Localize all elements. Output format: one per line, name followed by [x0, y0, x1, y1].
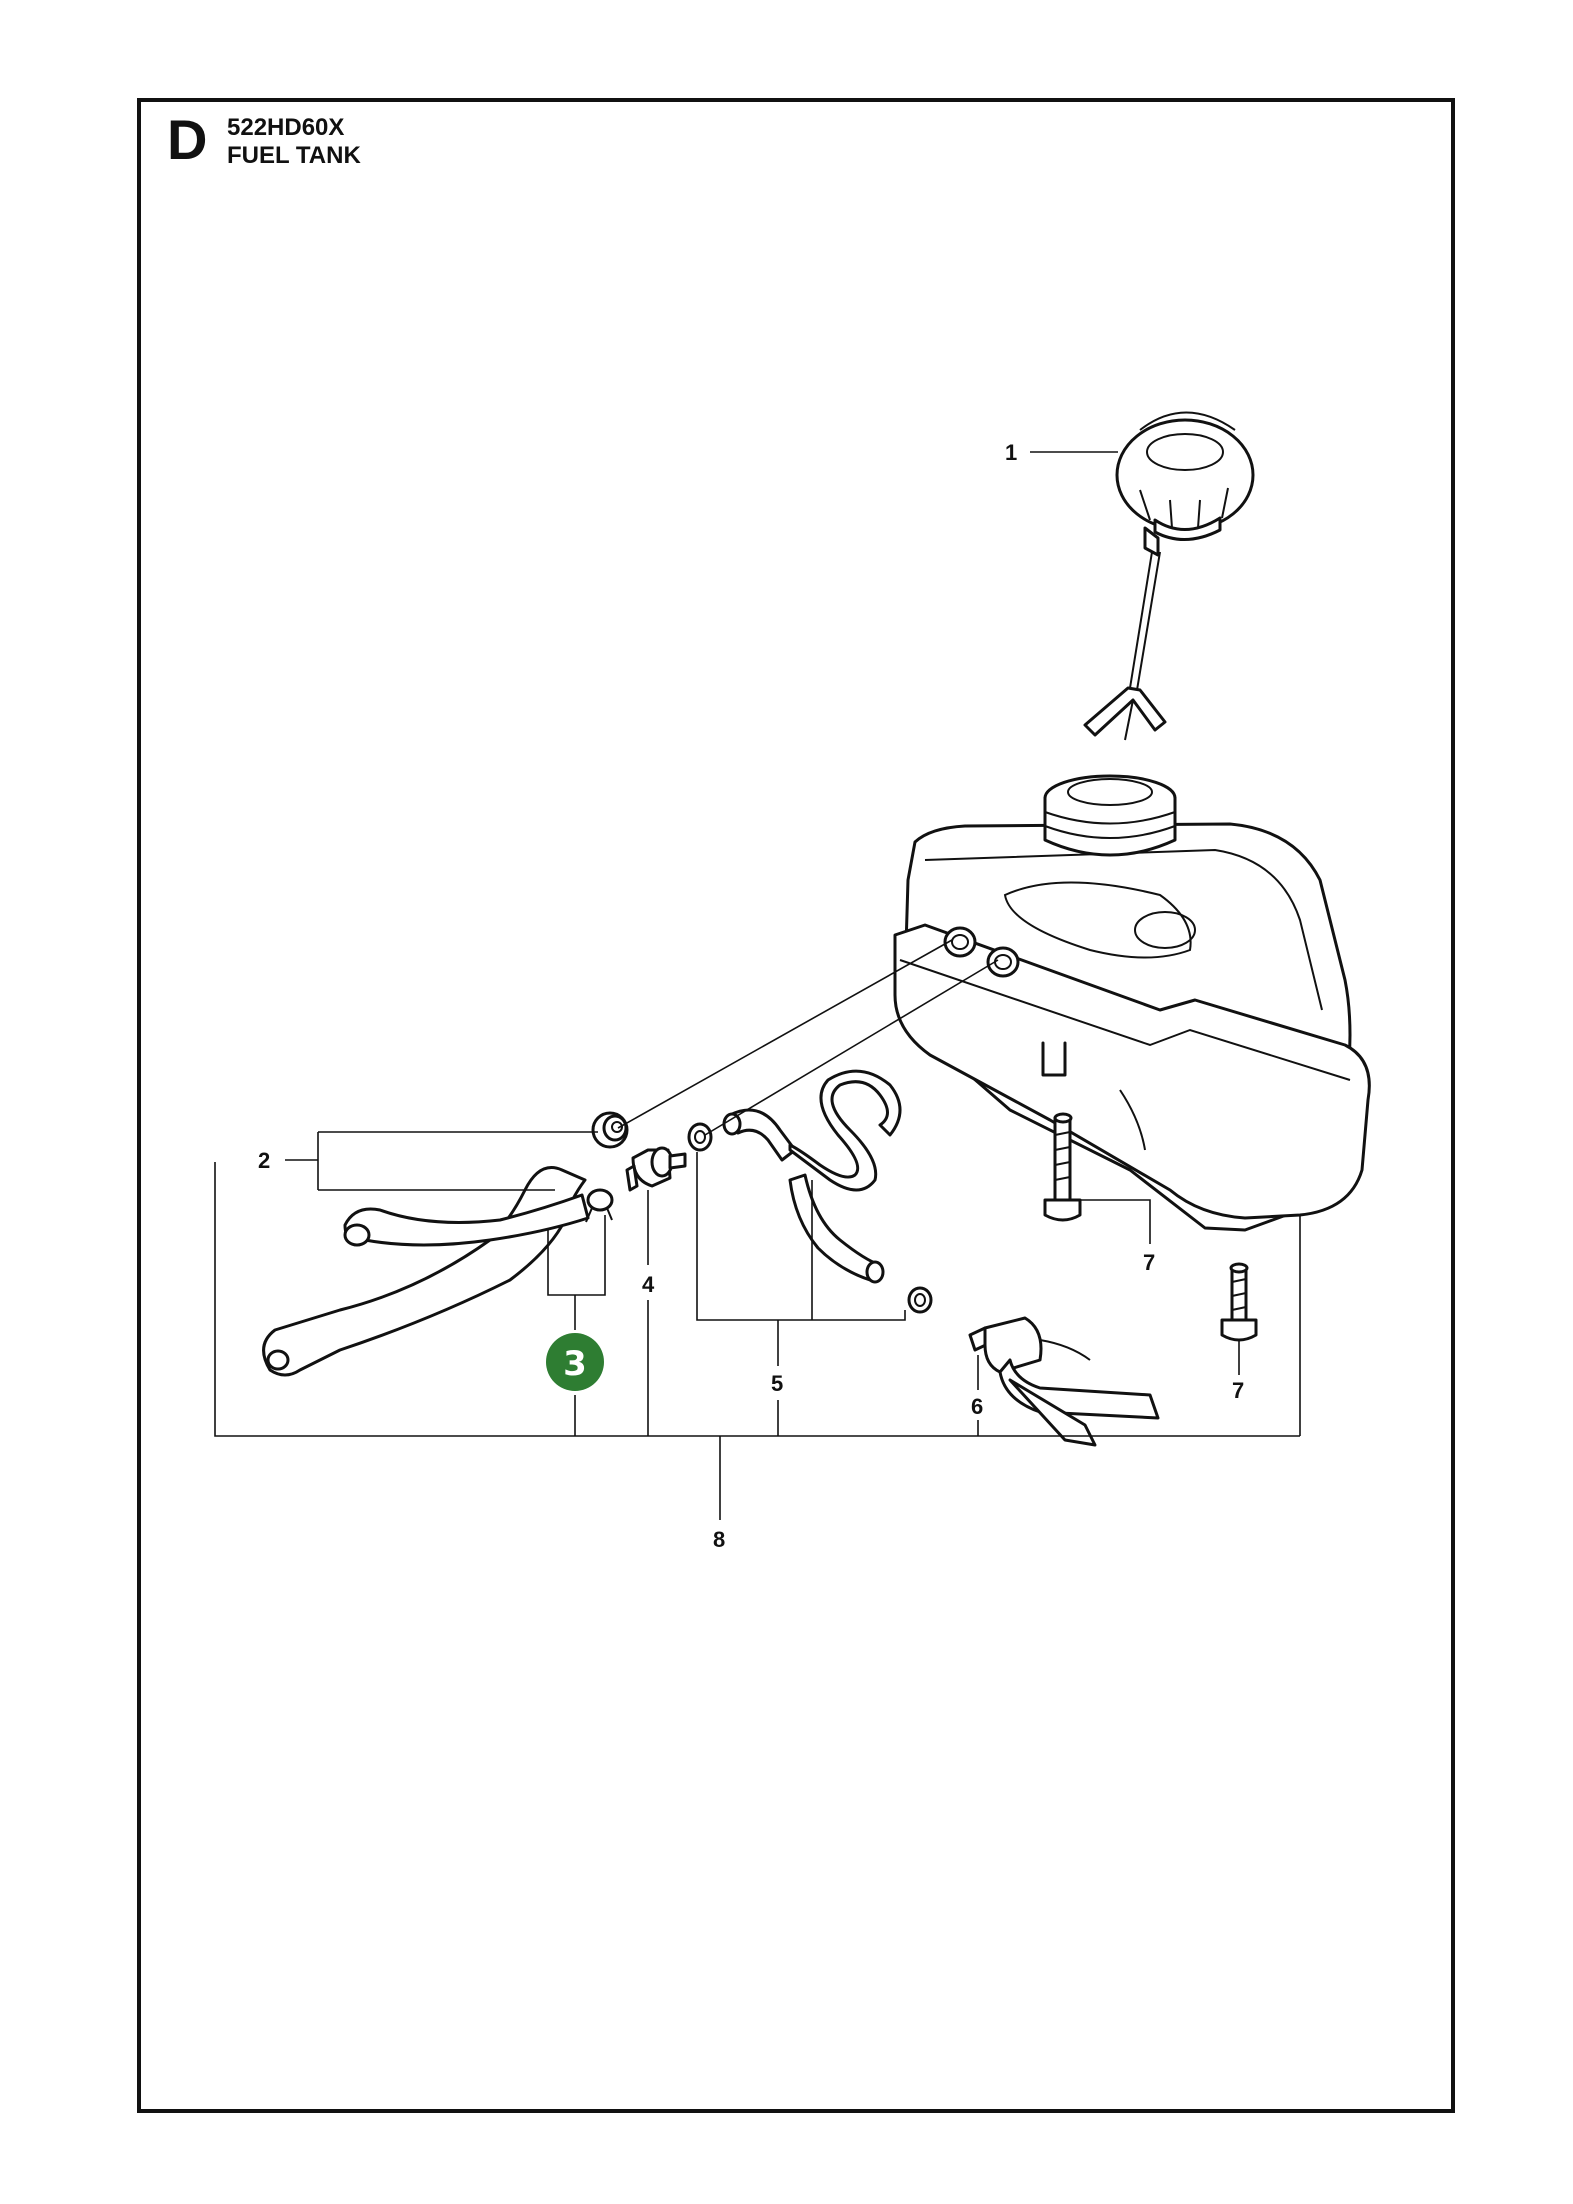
- fuel-cap[interactable]: [1115, 411, 1255, 557]
- cap-tether: [1083, 551, 1167, 741]
- model-number: 522HD60X: [227, 114, 345, 141]
- callout-8: 8: [713, 1527, 725, 1552]
- hose-clamp[interactable]: [585, 1188, 614, 1223]
- fuel-line[interactable]: [687, 1069, 933, 1314]
- callout-4: 4: [642, 1272, 655, 1297]
- callout-3: 3: [563, 1344, 587, 1384]
- callout-6: 6: [971, 1394, 983, 1419]
- screw-lower[interactable]: [1220, 1262, 1258, 1342]
- fuel-hose-long[interactable]: [262, 1166, 587, 1377]
- fuel-tank[interactable]: [893, 774, 1371, 1232]
- callout-7b: 7: [1232, 1378, 1244, 1403]
- callout-5: 5: [771, 1371, 783, 1396]
- assembly-lines: [617, 939, 999, 1136]
- callout-1: 1: [1005, 440, 1017, 465]
- callout-7a: 7: [1143, 1250, 1155, 1275]
- section-letter: D: [167, 108, 208, 171]
- screw-upper[interactable]: [1043, 1112, 1082, 1222]
- leader-lines: [214, 451, 1301, 1520]
- diagram-title: FUEL TANK: [227, 142, 361, 169]
- fuel-hose-short[interactable]: [343, 1193, 590, 1247]
- grommet[interactable]: [591, 1111, 629, 1149]
- fuel-filter[interactable]: [968, 1316, 1160, 1447]
- highlight-marker: [546, 1333, 604, 1391]
- tank-vent-valve[interactable]: [625, 1146, 687, 1192]
- page-frame: [137, 98, 1455, 2113]
- callout-2: 2: [258, 1148, 270, 1173]
